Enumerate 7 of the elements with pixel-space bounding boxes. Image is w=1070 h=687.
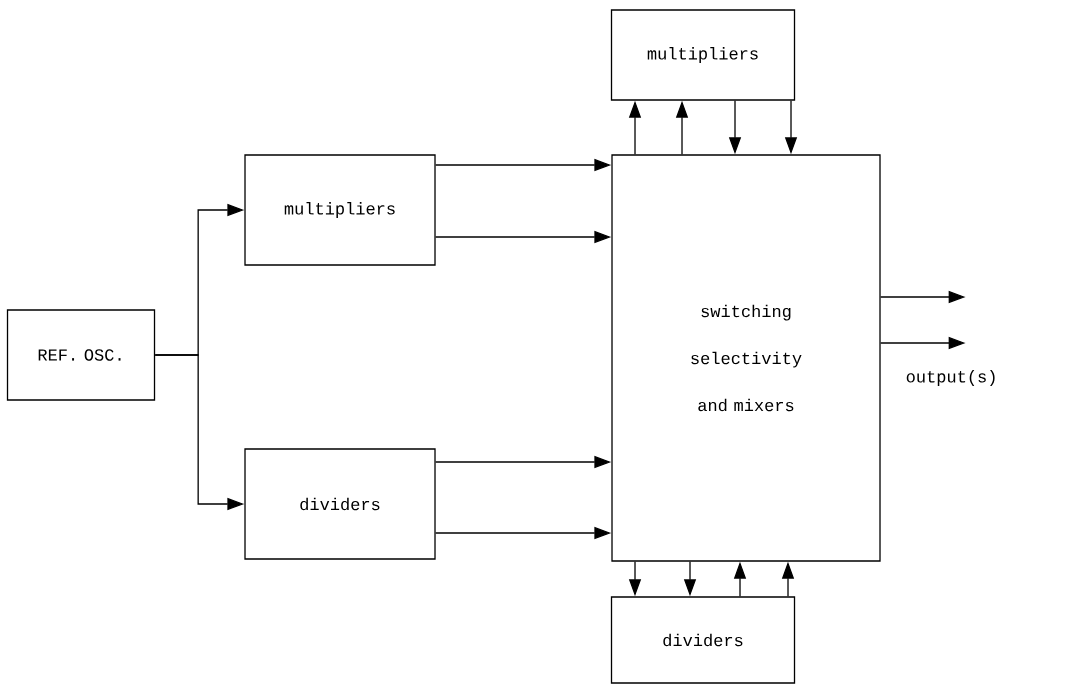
output-label: output(s) — [906, 370, 995, 386]
process-box: multipliers — [244, 154, 436, 266]
process-box: dividers — [610, 596, 796, 684]
process-box: multipliers — [610, 9, 796, 101]
process-box: dividers — [244, 448, 436, 560]
process-box: switching selectivity and mixers — [611, 154, 881, 562]
oscillator-box: REF. OSC. — [6, 309, 156, 401]
